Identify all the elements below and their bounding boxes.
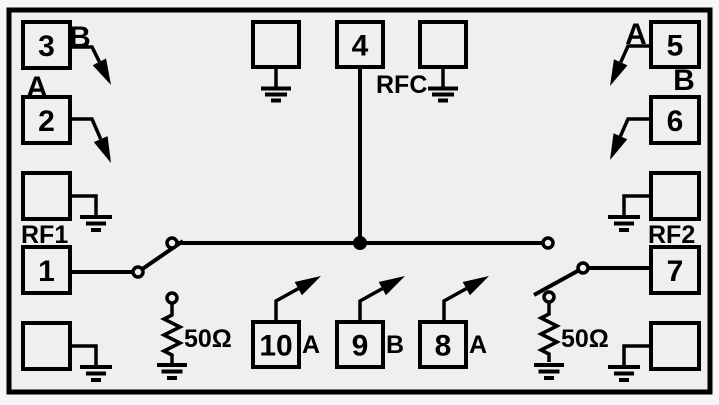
termination-contact-right bbox=[542, 290, 556, 304]
bus-contact-right bbox=[541, 236, 555, 250]
control-label-pin6: B bbox=[673, 64, 695, 97]
pad-pin-10 bbox=[251, 320, 301, 369]
pad-pin-2 bbox=[21, 95, 72, 145]
termination-contact-left bbox=[165, 291, 179, 305]
switch-pole-left bbox=[131, 265, 145, 279]
pads bbox=[21, 20, 701, 371]
labels: 3 2 1 4 5 6 7 10 9 8 B A A B A B A RF1 R… bbox=[21, 18, 695, 363]
arrow-icon-pin8 bbox=[442, 276, 489, 322]
pin-number-8: 8 bbox=[435, 330, 452, 363]
arrow-icon-pin9 bbox=[358, 276, 405, 322]
ground-icon-left-lower bbox=[70, 344, 112, 382]
bus-contact-left bbox=[165, 236, 179, 250]
ground-icon-left-upper bbox=[70, 194, 112, 232]
pad-pin-6 bbox=[649, 95, 701, 145]
pad-ground-left-lower bbox=[21, 321, 72, 371]
port-label-rfc: RFC bbox=[376, 71, 427, 99]
pad-pin-4 bbox=[335, 20, 385, 69]
control-label-pin9: B bbox=[386, 331, 404, 359]
port-label-rf2: RF2 bbox=[648, 221, 695, 249]
ground-icon-top-left bbox=[261, 67, 291, 103]
control-label-pin8: A bbox=[469, 331, 487, 359]
control-label-pin10: A bbox=[302, 331, 320, 359]
control-label-pin3: B bbox=[69, 21, 91, 54]
pad-ground-left-upper bbox=[21, 171, 72, 221]
termination-label-left: 50Ω bbox=[184, 325, 232, 353]
control-label-pin5: A bbox=[625, 18, 647, 51]
port-label-rf1: RF1 bbox=[21, 221, 68, 249]
pad-pin-9 bbox=[335, 320, 385, 369]
pin-number-9: 9 bbox=[352, 330, 369, 363]
resistor-icon-right bbox=[537, 302, 561, 362]
ground-icon-resistor-right bbox=[534, 363, 564, 380]
control-arrows bbox=[70, 44, 651, 322]
arrow-icon-pin6 bbox=[610, 117, 651, 160]
pin-number-3: 3 bbox=[38, 30, 55, 63]
grounds bbox=[70, 67, 651, 382]
ground-icon-right-upper bbox=[608, 194, 651, 232]
arrow-icon-pin10 bbox=[274, 276, 321, 322]
resistors bbox=[160, 302, 561, 363]
arrow-icon-pin5 bbox=[610, 44, 651, 86]
switch-arm-right bbox=[533, 266, 584, 297]
pad-pin-3 bbox=[21, 20, 72, 70]
ground-icon-resistor-left bbox=[157, 363, 187, 380]
pin-number-2: 2 bbox=[38, 105, 55, 138]
pin-number-7: 7 bbox=[667, 255, 684, 288]
pad-ground-top-right bbox=[418, 20, 468, 69]
resistor-icon-left bbox=[160, 303, 184, 363]
pad-ground-right-lower bbox=[649, 321, 701, 371]
pin-number-1: 1 bbox=[38, 255, 55, 288]
pin-number-4: 4 bbox=[352, 30, 369, 63]
ground-icon-top-right bbox=[428, 67, 458, 103]
control-label-pin2: A bbox=[26, 71, 48, 104]
termination-label-right: 50Ω bbox=[561, 325, 609, 353]
pin-number-10: 10 bbox=[259, 330, 292, 363]
pin-number-6: 6 bbox=[667, 105, 684, 138]
ground-icon-right-lower bbox=[608, 344, 651, 382]
arrow-icon-pin2 bbox=[70, 117, 111, 163]
pad-pin-1 bbox=[21, 245, 72, 295]
pad-ground-top-left bbox=[251, 20, 301, 69]
pad-pin-8 bbox=[418, 320, 468, 369]
switch-contacts bbox=[131, 236, 590, 305]
pad-pin-7 bbox=[649, 245, 701, 295]
pin-number-5: 5 bbox=[667, 30, 684, 63]
pad-pin-5 bbox=[649, 20, 701, 69]
pad-ground-right-upper bbox=[649, 171, 701, 221]
arrow-icon-pin3 bbox=[70, 45, 111, 85]
bus-junction-dot bbox=[353, 236, 367, 250]
switch-pole-right bbox=[576, 261, 590, 275]
